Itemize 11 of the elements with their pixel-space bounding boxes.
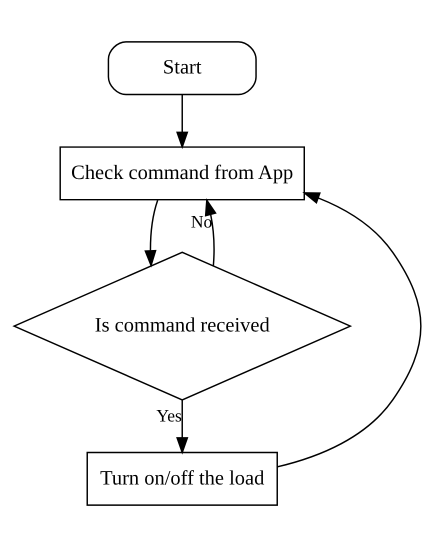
arrow bbox=[204, 198, 217, 266]
node-box: Start bbox=[108, 41, 257, 96]
node-box: Turn on/off the load bbox=[86, 452, 278, 506]
arrow bbox=[144, 200, 158, 268]
edge-label: Yes bbox=[156, 406, 182, 426]
arrow bbox=[277, 192, 422, 468]
arrow bbox=[176, 400, 188, 455]
edge-label: No bbox=[190, 211, 212, 232]
node-box: Check command from App bbox=[59, 146, 305, 200]
node-diamond: Is command received bbox=[12, 252, 352, 401]
arrow bbox=[176, 94, 188, 150]
